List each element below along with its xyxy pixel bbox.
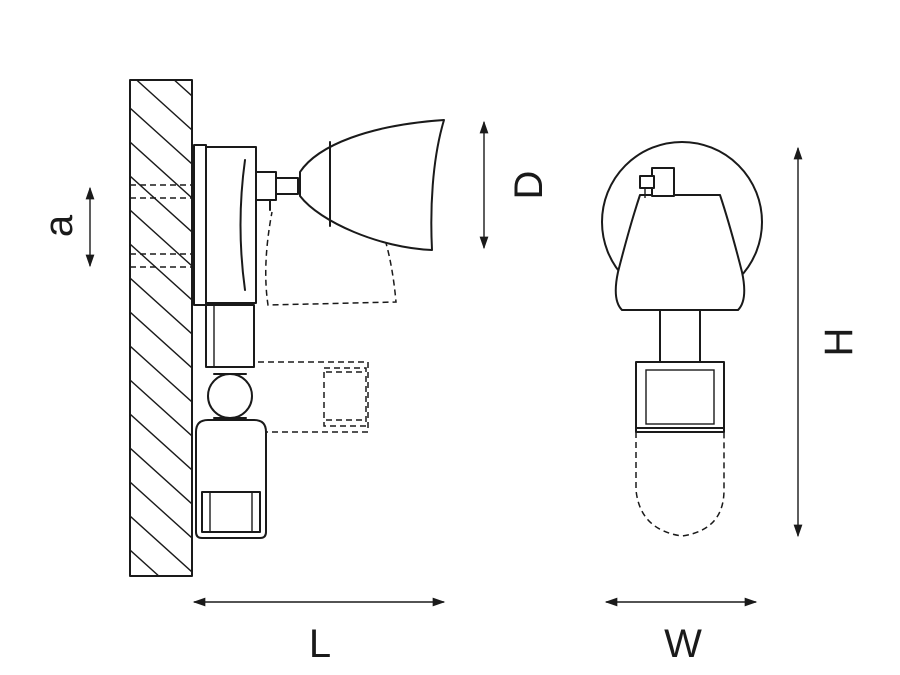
lower-lamp <box>195 419 267 539</box>
label-H: H <box>817 328 861 357</box>
wall-section <box>129 79 193 674</box>
hatch-line <box>135 80 192 131</box>
hatch-line <box>130 141 192 199</box>
mounting-plate <box>193 144 257 306</box>
hatch-line <box>130 345 192 403</box>
hatch-line <box>130 618 192 674</box>
label-a: a <box>37 214 81 237</box>
front-arm <box>659 309 701 363</box>
hatch-line <box>130 481 192 539</box>
side-view <box>130 119 445 539</box>
rotated-lower-lamp-outline <box>258 361 369 433</box>
front-lower-lamp <box>635 361 725 433</box>
label-D: D <box>507 171 551 200</box>
hatch-line <box>173 80 192 97</box>
hatch-line <box>130 549 160 576</box>
front-joint <box>639 167 675 198</box>
label-L: L <box>309 622 331 666</box>
front-lamp-head <box>614 194 746 311</box>
hatch-line <box>130 413 192 471</box>
hatch-line <box>130 584 192 640</box>
lower-arm <box>205 304 255 419</box>
hatch-line <box>130 277 192 335</box>
hatch-line <box>130 447 192 505</box>
hatch-line <box>130 209 192 267</box>
hatch-line <box>130 515 192 573</box>
dimension-W: W <box>604 597 758 666</box>
dimension-a: a <box>37 186 95 268</box>
label-W: W <box>664 622 702 666</box>
hatch-line <box>130 379 192 437</box>
dimension-D: D <box>479 120 551 250</box>
hatch-line <box>130 107 192 165</box>
hatch-line <box>130 243 192 301</box>
dimension-H: H <box>793 146 861 538</box>
hatch-line <box>130 311 192 369</box>
dimension-L: L <box>192 597 446 666</box>
mounting-holes <box>130 184 193 268</box>
front-rotated-lamp-outline <box>635 432 725 537</box>
lamp-head <box>299 119 445 251</box>
wall-hatching <box>130 80 192 674</box>
front-view <box>601 141 763 537</box>
